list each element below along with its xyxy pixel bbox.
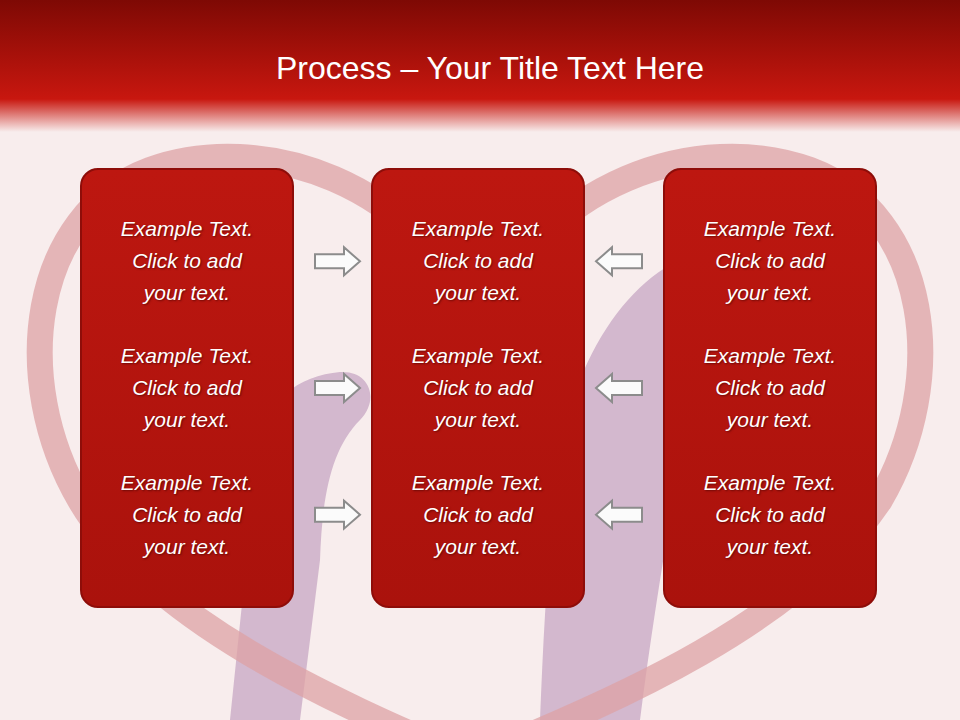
process-box: Example Text. Click to add your text. Exa… <box>371 168 585 608</box>
box-text: Example Text. Click to add your text. <box>403 340 553 436</box>
box-text: Example Text. Click to add your text. <box>695 340 845 436</box>
box-text: Example Text. Click to add your text. <box>695 467 845 563</box>
block-arrow <box>596 374 642 402</box>
process-box: Example Text. Click to add your text. Exa… <box>80 168 294 608</box>
block-arrow <box>596 501 642 529</box>
process-box: Example Text. Click to add your text. Exa… <box>663 168 877 608</box>
box-text: Example Text. Click to add your text. <box>695 213 845 309</box>
box-text: Example Text. Click to add your text. <box>403 467 553 563</box>
box-text: Example Text. Click to add your text. <box>403 213 553 309</box>
heart-outline <box>40 157 921 720</box>
block-arrow <box>315 374 360 402</box>
box-text: Example Text. Click to add your text. <box>112 467 262 563</box>
block-arrow <box>315 501 360 529</box>
box-text: Example Text. Click to add your text. <box>112 340 262 436</box>
box-text: Example Text. Click to add your text. <box>112 213 262 309</box>
block-arrow <box>596 247 642 275</box>
slide-title: Process – Your Title Text Here <box>0 50 960 87</box>
block-arrow <box>315 247 360 275</box>
